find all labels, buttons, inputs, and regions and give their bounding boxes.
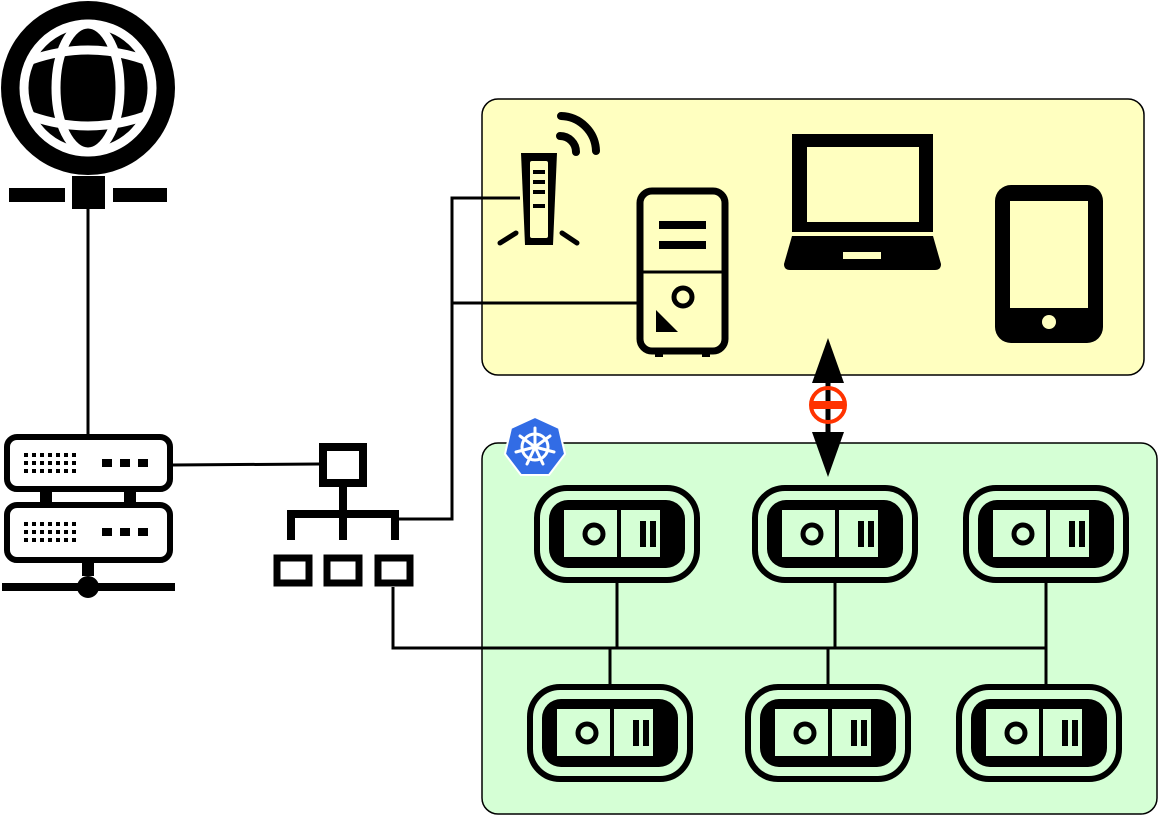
server-to-switch-link [171,462,320,467]
k8s-node-6-icon [959,687,1119,779]
connection-lines [86,196,1048,687]
k8s-node-2-icon [755,488,915,580]
network-switch-icon [273,443,414,587]
tablet-icon [995,185,1103,343]
k8s-node-3-icon [966,488,1126,580]
desktop-tower-icon [636,187,729,357]
kubernetes-logo-icon [503,415,567,476]
blocked-link-icon [809,338,847,477]
internet-globe-icon [1,1,175,209]
laptop-icon [784,134,941,270]
k8s-node-5-icon [748,687,908,779]
wifi-router-icon [497,112,600,246]
switch-to-router-link [398,196,520,521]
k8s-node-1-icon [537,488,697,580]
k8s-node-4-icon [530,687,690,779]
rack-server-icon [2,434,175,598]
